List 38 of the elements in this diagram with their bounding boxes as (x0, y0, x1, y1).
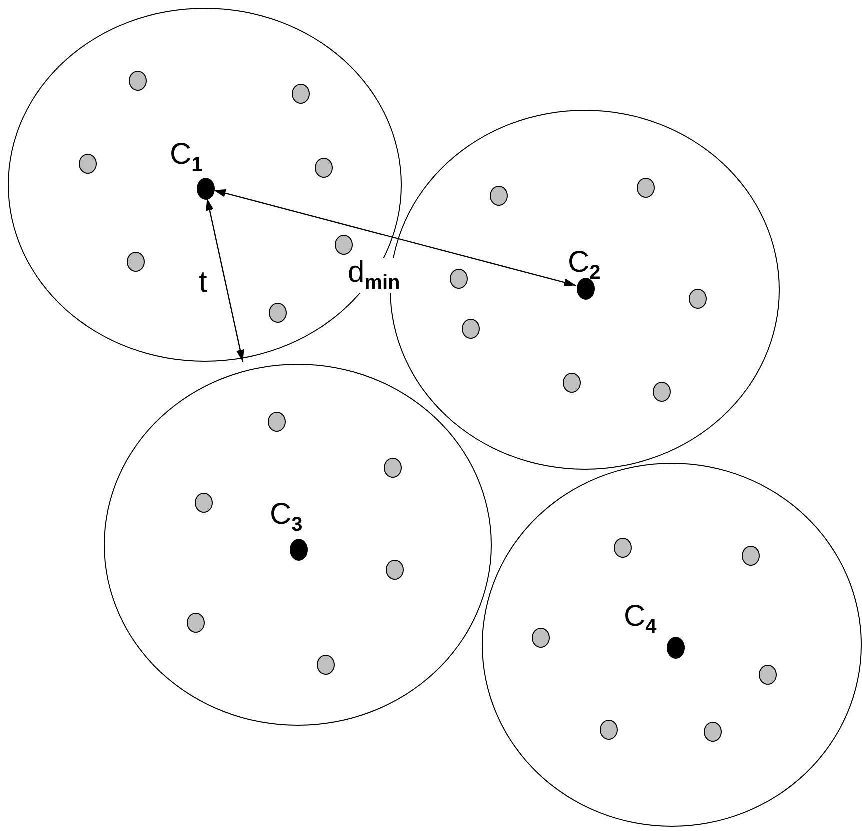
data-point (187, 613, 205, 633)
data-point (195, 493, 213, 513)
data-point (384, 458, 402, 478)
data-point (315, 158, 333, 178)
data-point (386, 560, 404, 580)
cluster-circle (104, 364, 492, 726)
centroid-dot (667, 637, 685, 659)
data-point (704, 722, 722, 742)
data-point (335, 235, 353, 255)
centroid-label: C$_{4}$ (624, 602, 657, 637)
arrow (214, 190, 576, 286)
centroid-dot (577, 278, 595, 300)
data-point (689, 289, 707, 309)
centroid-label: C$_{3}$ (270, 500, 303, 535)
data-point (637, 178, 655, 198)
data-point (742, 546, 760, 566)
data-point (317, 655, 335, 675)
data-point (532, 628, 550, 648)
data-point (614, 538, 632, 558)
centroid-label: C$_{1}$ (170, 140, 203, 175)
data-point (268, 412, 286, 432)
data-point (450, 269, 468, 289)
centroid-dot (197, 178, 215, 200)
centroid-label: C$_{2}$ (568, 248, 601, 283)
data-point (292, 84, 310, 104)
data-point (653, 382, 671, 402)
data-point (462, 319, 480, 339)
data-point (600, 720, 618, 740)
cluster-circle (482, 463, 862, 827)
data-point (129, 71, 147, 91)
data-point (269, 303, 287, 323)
arrow (206, 198, 244, 362)
data-point (759, 665, 777, 685)
centroid-dot (290, 539, 308, 561)
data-point (127, 252, 145, 272)
data-point (79, 154, 97, 174)
data-point (563, 373, 581, 393)
data-point (490, 186, 508, 206)
